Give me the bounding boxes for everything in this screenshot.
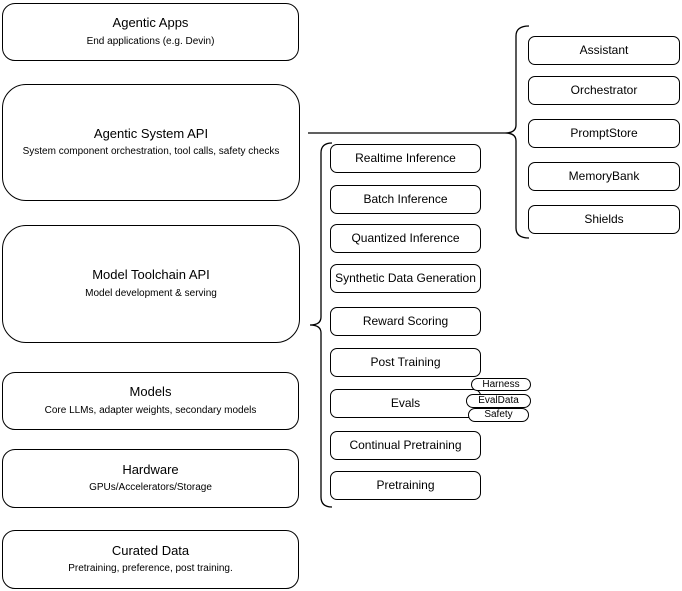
box-label: Continual Pretraining <box>349 437 462 452</box>
box-label: Post Training <box>370 354 441 369</box>
box-pretraining: Pretraining <box>330 471 481 500</box>
box-label: Assistant <box>579 42 629 57</box>
pill-label: Harness <box>482 378 520 390</box>
pill-harness: Harness <box>471 378 531 391</box>
box-batch-inference: Batch Inference <box>330 185 481 214</box>
box-synthetic-data-generation: Synthetic Data Generation <box>330 264 481 293</box>
box-post-training: Post Training <box>330 348 481 377</box>
box-label: Batch Inference <box>363 191 448 206</box>
box-continual-pretraining: Continual Pretraining <box>330 431 481 460</box>
box-curated-data: Curated Data Pretraining, preference, po… <box>2 530 299 589</box>
box-orchestrator: Orchestrator <box>528 76 680 105</box>
box-label: Synthetic Data Generation <box>335 270 476 285</box>
pill-label: EvalData <box>478 395 519 406</box>
box-title: Model Toolchain API <box>92 267 210 283</box>
box-label: Evals <box>390 395 421 410</box>
box-realtime-inference: Realtime Inference <box>330 144 481 173</box>
box-promptstore: PromptStore <box>528 119 680 148</box>
box-subtitle: GPUs/Accelerators/Storage <box>89 482 212 494</box>
box-title: Agentic Apps <box>112 15 189 31</box>
box-title: Hardware <box>122 461 179 477</box>
box-reward-scoring: Reward Scoring <box>330 307 481 336</box>
box-label: PromptStore <box>570 125 638 140</box>
box-evals: Evals <box>330 389 481 418</box>
box-label: Orchestrator <box>570 82 638 97</box>
box-title: Models <box>129 384 172 400</box>
box-subtitle: Core LLMs, adapter weights, secondary mo… <box>44 404 257 416</box>
box-subtitle: Pretraining, preference, post training. <box>68 563 233 575</box>
box-label: Shields <box>584 211 624 226</box>
system-components-brace <box>504 25 530 239</box>
pill-label: Safety <box>484 409 513 420</box>
box-label: Realtime Inference <box>355 150 456 165</box>
box-subtitle: End applications (e.g. Devin) <box>86 35 215 47</box>
box-title: Curated Data <box>111 542 190 558</box>
pill-safety: Safety <box>468 408 529 422</box>
box-title: Agentic System API <box>93 125 209 141</box>
box-label: Pretraining <box>376 477 435 492</box>
box-quantized-inference: Quantized Inference <box>330 224 481 253</box>
box-label: Reward Scoring <box>362 313 449 328</box>
box-models: Models Core LLMs, adapter weights, secon… <box>2 372 299 430</box>
box-subtitle: Model development & serving <box>85 287 217 299</box>
box-label: MemoryBank <box>568 168 640 183</box>
pill-evaldata: EvalData <box>466 394 531 408</box>
box-agentic-system-api: Agentic System API System component orch… <box>2 84 300 201</box>
box-assistant: Assistant <box>528 36 680 65</box>
box-subtitle: System component orchestration, tool cal… <box>22 146 280 158</box>
box-label: Quantized Inference <box>351 230 460 245</box>
box-hardware: Hardware GPUs/Accelerators/Storage <box>2 449 299 508</box>
box-memorybank: MemoryBank <box>528 162 680 191</box>
box-agentic-apps: Agentic Apps End applications (e.g. Devi… <box>2 3 299 61</box>
box-model-toolchain-api: Model Toolchain API Model development & … <box>2 225 300 343</box>
toolchain-items-brace <box>309 142 333 508</box>
box-shields: Shields <box>528 205 680 234</box>
